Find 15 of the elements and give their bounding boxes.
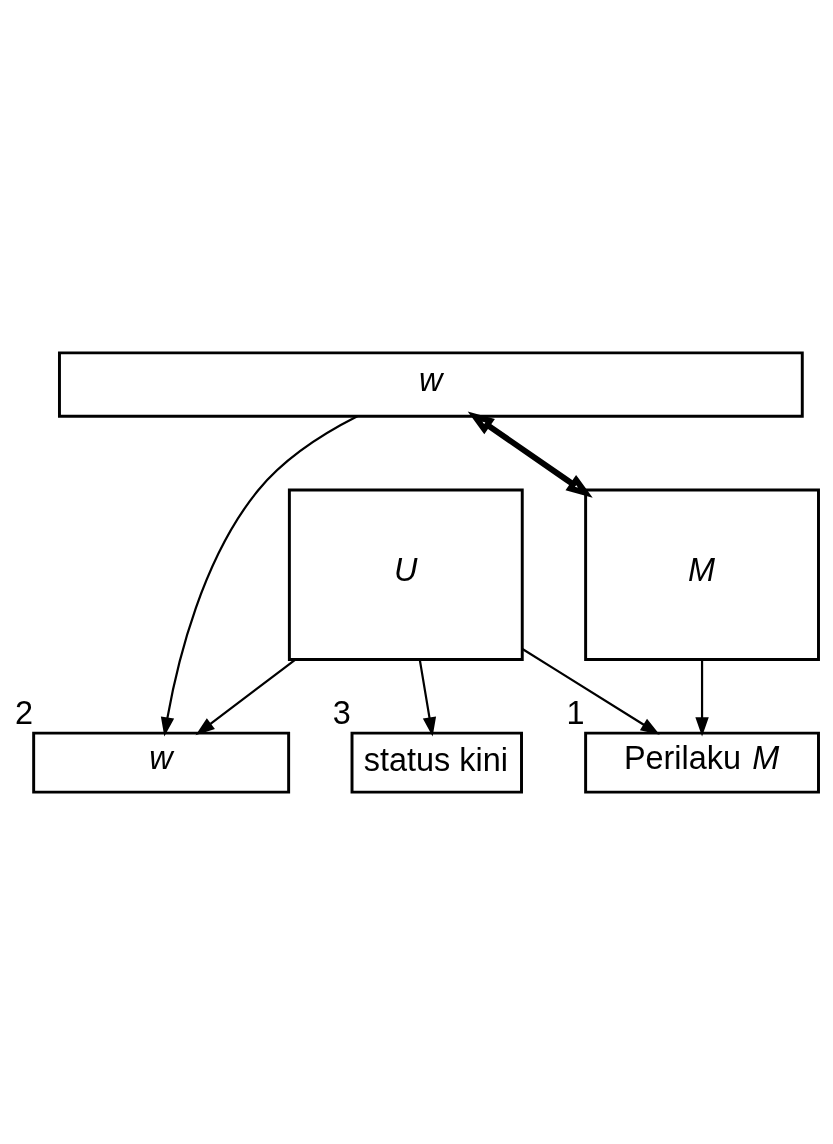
arrow [418,658,437,736]
arrow [467,410,593,498]
node-box: w [32,731,291,794]
node-box: U [287,488,524,661]
node-label: 1 [566,694,585,731]
node-box: w [58,350,804,418]
arrow [160,414,358,736]
arrow [195,658,297,735]
arrow [695,658,709,736]
node-label: 2 [15,694,34,731]
node-box: status kini [350,731,523,794]
node-box: Perilaku M [584,731,820,794]
arrow [521,647,660,735]
node-label: 3 [332,694,351,731]
node-box: M [584,488,820,661]
